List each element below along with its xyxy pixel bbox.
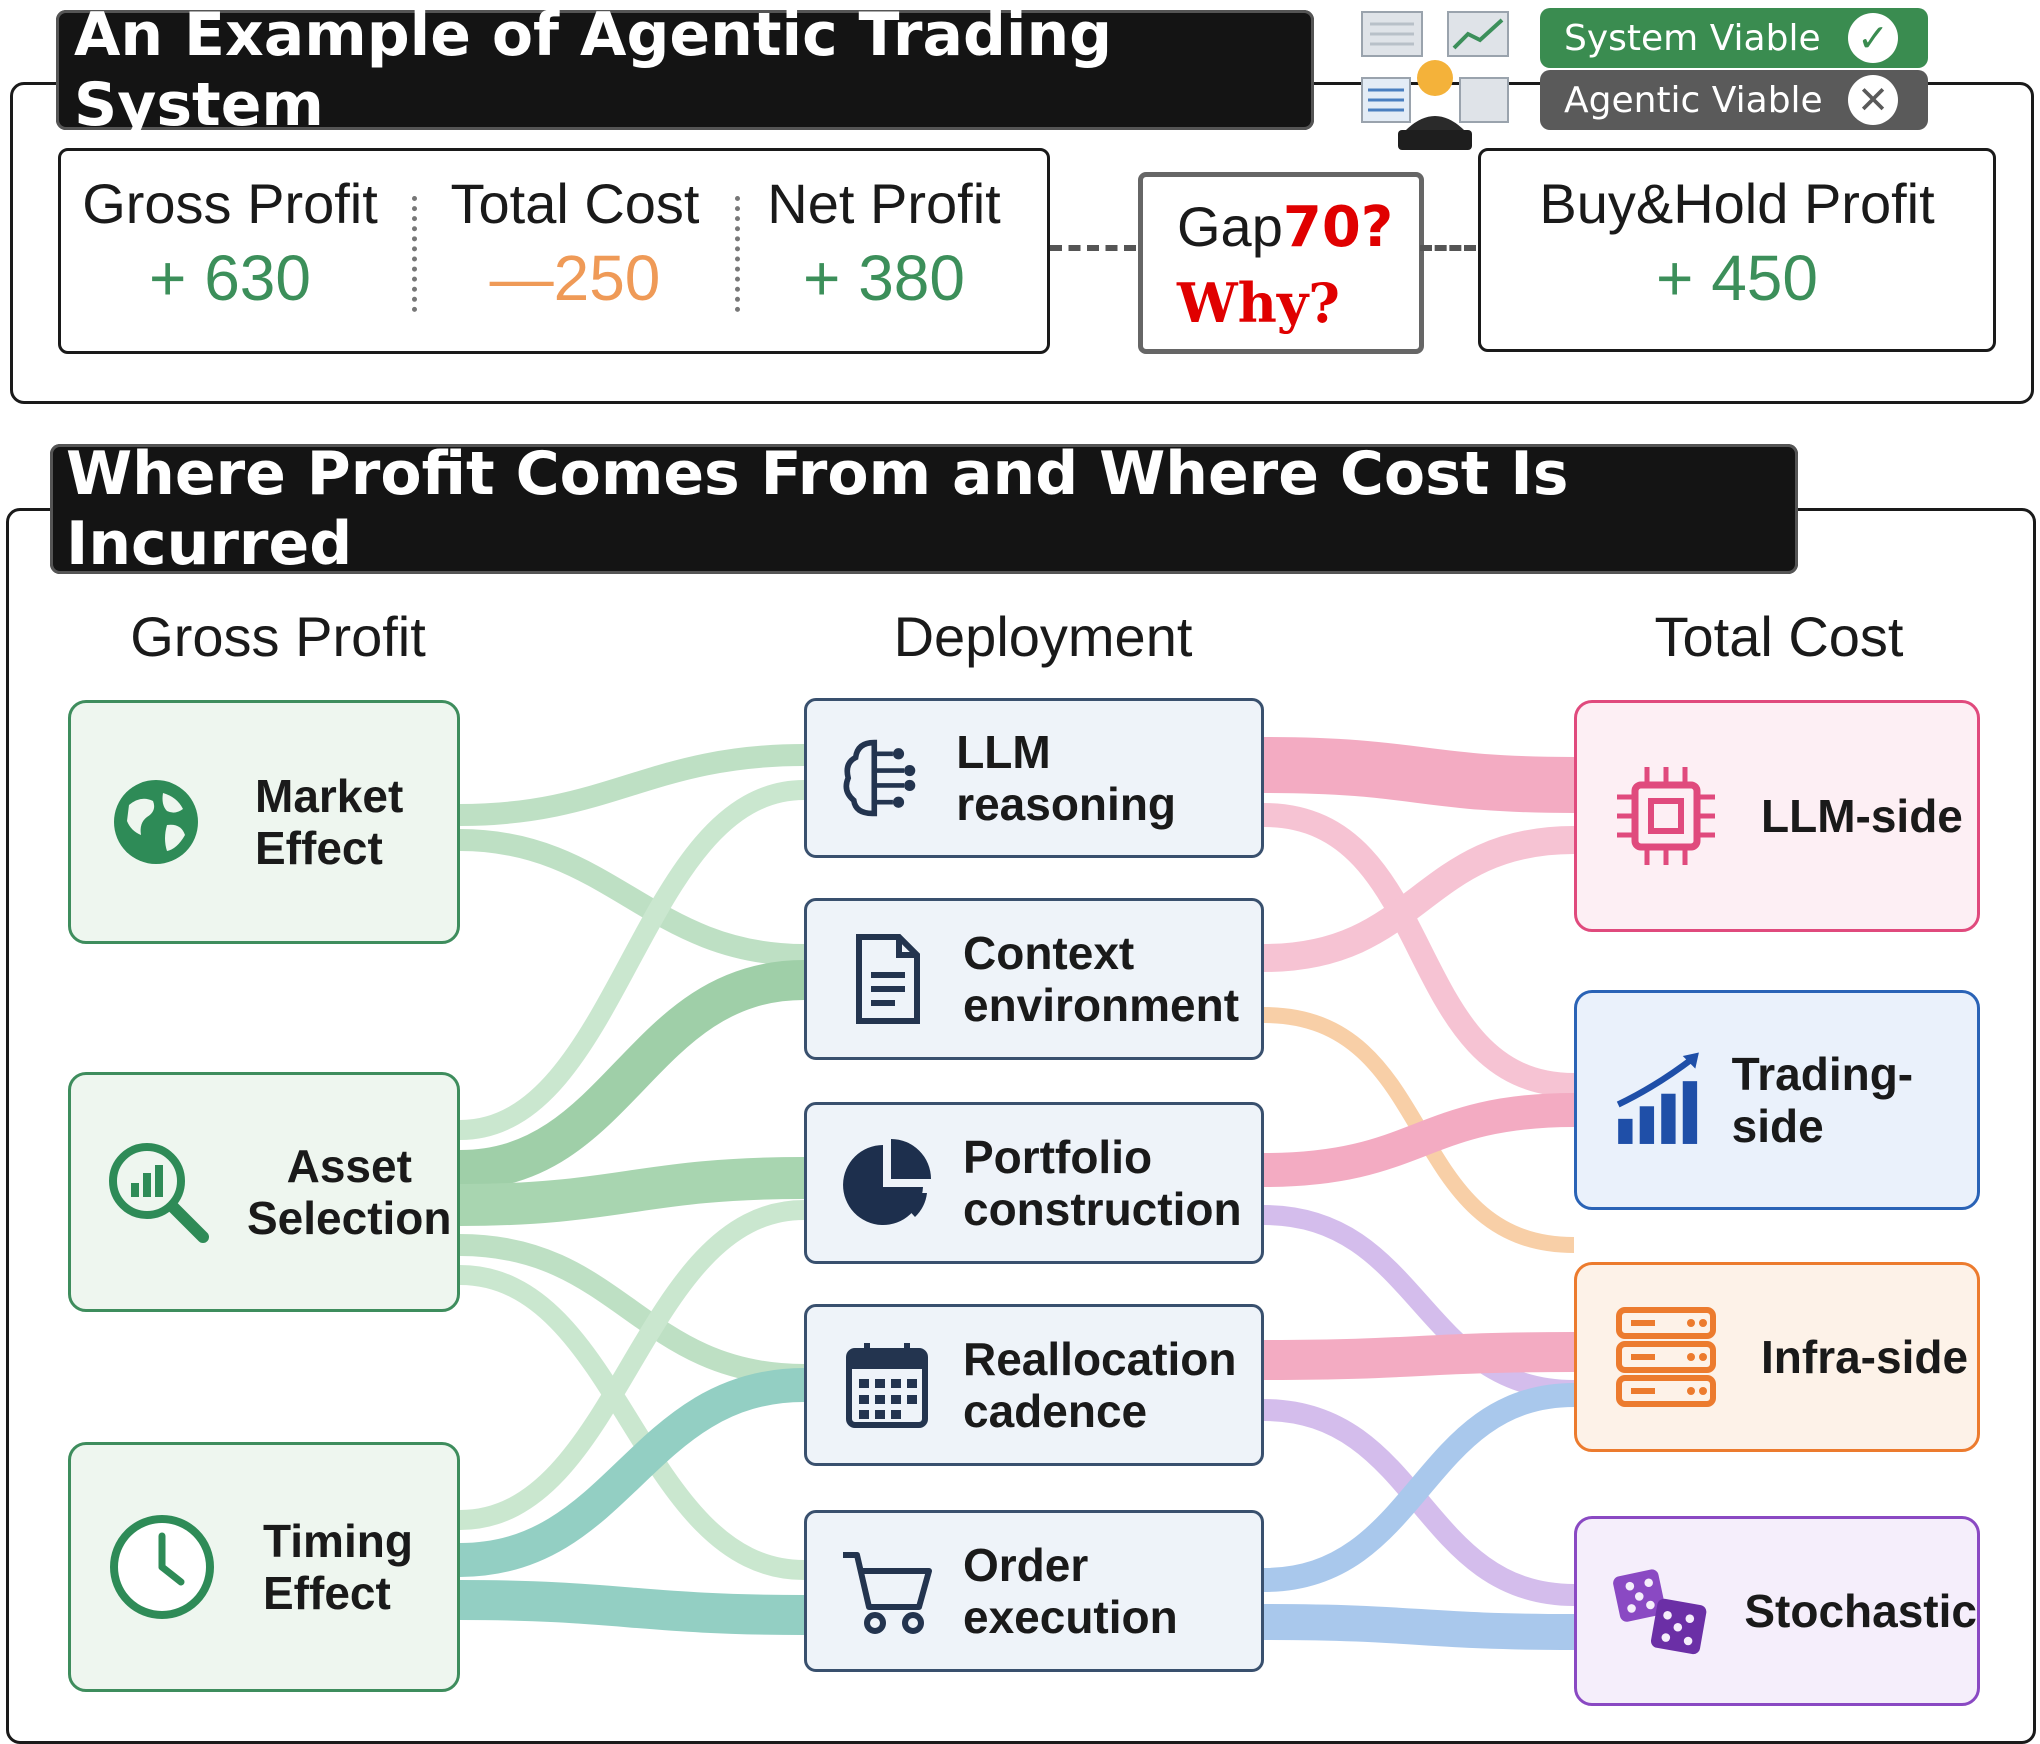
bottom-title-bar: Where Profit Comes From and Where Cost I… <box>50 439 1798 579</box>
system-viable-label: System Viable <box>1564 17 1821 59</box>
flow-portfolio-trading <box>1263 1093 1575 1187</box>
profit-summary-box <box>58 148 1050 354</box>
deploy-context-environment: Context environment <box>804 898 1264 1060</box>
x-icon: ✕ <box>1848 75 1898 125</box>
cost-trading-side: Trading-side <box>1574 990 1980 1210</box>
agentic-viable-badge: Agentic Viable ✕ <box>1540 70 1928 130</box>
calendar-icon <box>846 1343 928 1428</box>
net-profit-metric: Net Profit + 380 <box>752 172 1016 316</box>
magnifier-chart-icon <box>109 1143 209 1243</box>
brain-circuit-icon <box>843 739 916 817</box>
gap-number: 70? <box>1282 195 1394 260</box>
source-market-effect: Market Effect <box>68 700 460 944</box>
gross-profit-header: Gross Profit <box>130 605 426 668</box>
gap-prefix: Gap <box>1177 195 1283 258</box>
cost-llm-side: LLM-side <box>1574 700 1980 932</box>
agentic-viable-label: Agentic Viable <box>1564 79 1823 121</box>
gap-why: Why? <box>1177 271 1340 335</box>
dice-icon <box>1613 1569 1707 1655</box>
flow-asset-llm <box>459 780 805 1140</box>
flow-asset-realloc <box>459 1234 805 1386</box>
deploy-portfolio-construction: Portfolio construction <box>804 1102 1264 1264</box>
total-cost-header: Total Cost <box>1654 605 1904 668</box>
flow-context-llmside <box>1263 826 1575 972</box>
flow-timing-portfolio <box>459 1200 805 1530</box>
cost-infra-label: Infra-side <box>1761 1331 1969 1383</box>
flow-portfolio-infra <box>1263 1205 1575 1400</box>
deploy-llm-label: LLM reasoning <box>956 726 1177 830</box>
chip-icon <box>1617 767 1715 865</box>
cost-trading-label: Trading-side <box>1731 1048 1914 1152</box>
flow-order-stochastic <box>1263 1604 1575 1650</box>
total-cost-label: Total Cost <box>450 172 700 235</box>
divider <box>412 196 417 312</box>
connector-line <box>1050 245 1136 251</box>
net-profit-value: + 380 <box>803 242 965 314</box>
cost-infra-side: Infra-side <box>1574 1262 1980 1452</box>
deploy-order-label: Order execution <box>963 1539 1178 1643</box>
deployment-header: Deployment <box>893 605 1193 668</box>
flow-timing-order <box>459 1580 805 1635</box>
flow-market-context <box>459 829 805 966</box>
buy-hold-label: Buy&Hold Profit <box>1539 172 1935 235</box>
source-timing-effect: Timing Effect <box>68 1442 460 1692</box>
document-icon <box>856 934 920 1024</box>
source-asset-selection: Asset Selection <box>68 1072 460 1312</box>
source-timing-label: Timing Effect <box>263 1515 413 1619</box>
deploy-realloc-label: Reallocation cadence <box>963 1333 1237 1437</box>
gap-box: Gap70? Why? <box>1138 172 1424 354</box>
bottom-title: Where Profit Comes From and Where Cost I… <box>66 439 1569 579</box>
cost-stochastic-label: Stochastic <box>1744 1585 1977 1637</box>
flow-llm-trading <box>1263 803 1575 1097</box>
total-cost-metric: Total Cost —250 <box>430 172 720 316</box>
flow-timing-realloc <box>459 1368 805 1577</box>
deploy-portfolio-label: Portfolio construction <box>963 1131 1242 1235</box>
divider <box>735 196 740 312</box>
deploy-reallocation-cadence: Reallocation cadence <box>804 1304 1264 1466</box>
deploy-context-label: Context environment <box>963 927 1240 1031</box>
cart-icon <box>843 1552 932 1634</box>
deploy-llm-reasoning: LLM reasoning <box>804 698 1264 858</box>
total-cost-value: —250 <box>489 242 661 314</box>
cost-stochastic: Stochastic <box>1574 1516 1980 1706</box>
net-profit-label: Net Profit <box>767 172 1001 235</box>
connector-line <box>1420 245 1476 251</box>
gross-profit-metric: Gross Profit + 630 <box>80 172 380 316</box>
flow-realloc-infra <box>1263 1332 1575 1380</box>
clock-icon <box>110 1515 214 1619</box>
system-viable-badge: System Viable ✓ <box>1540 8 1928 68</box>
buy-hold-box <box>1478 148 1996 352</box>
pie-chart-icon <box>843 1139 931 1225</box>
server-icon <box>1616 1307 1716 1407</box>
flow-market-llm <box>459 744 805 826</box>
flow-asset-portfolio <box>459 1157 805 1226</box>
flow-asset-order <box>459 1265 805 1580</box>
top-title: An Example of Agentic Trading System <box>74 0 1113 140</box>
gross-profit-label: Gross Profit <box>82 172 378 235</box>
top-title-bar: An Example of Agentic Trading System <box>56 0 1314 140</box>
buy-hold-metric: Buy&Hold Profit + 450 <box>1478 172 1996 316</box>
source-asset-label: Asset Selection <box>247 1140 452 1244</box>
flow-llm-llmside <box>1263 737 1575 813</box>
cost-llm-label: LLM-side <box>1761 790 1963 842</box>
flow-order-infra <box>1263 1383 1575 1592</box>
deploy-order-execution: Order execution <box>804 1510 1264 1672</box>
gross-profit-value: + 630 <box>149 242 311 314</box>
check-icon: ✓ <box>1848 13 1898 63</box>
trader-icon <box>1360 8 1510 156</box>
globe-icon <box>114 780 198 864</box>
source-market-label: Market Effect <box>255 770 404 874</box>
buy-hold-value: + 450 <box>1656 242 1818 314</box>
flow-asset-context <box>459 960 805 1190</box>
bar-growth-icon <box>1616 1052 1699 1144</box>
